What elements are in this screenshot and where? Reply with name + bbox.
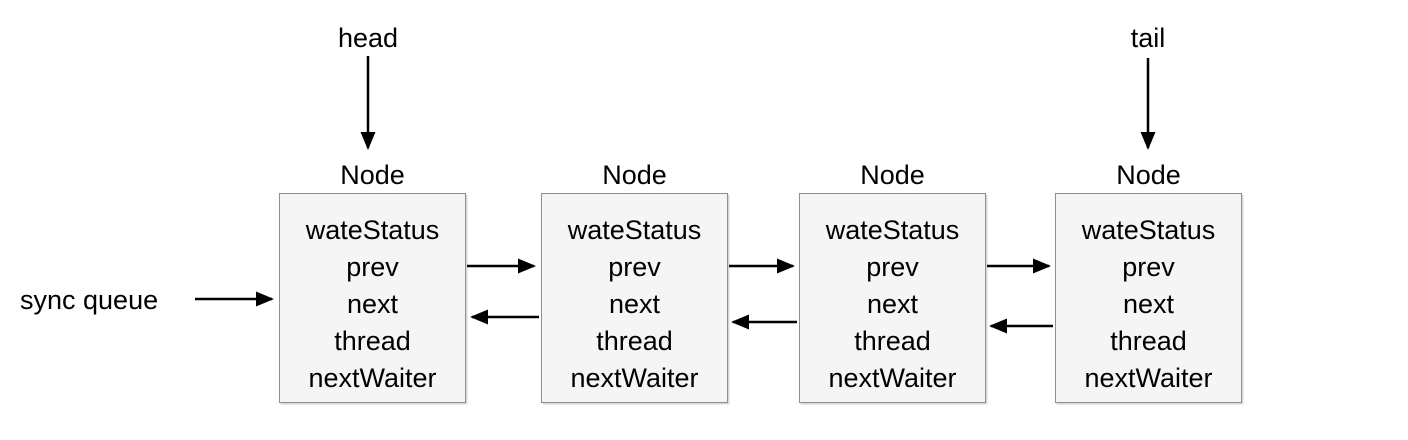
node-title: Node (860, 160, 925, 190)
node-title: Node (340, 160, 405, 190)
tail-label: tail (1130, 23, 1166, 53)
node-field: wateStatus (1081, 215, 1216, 245)
node-fields: wateStatus prev next thread nextWaiter (280, 194, 465, 397)
node-box: wateStatus prev next thread nextWaiter (1055, 193, 1242, 403)
node-title: Node (602, 160, 667, 190)
node-field: next (1122, 289, 1175, 319)
node-box: wateStatus prev next thread nextWaiter (279, 193, 466, 403)
node-field: prev (1122, 252, 1175, 282)
node-field: prev (346, 252, 399, 282)
node-field: thread (1110, 326, 1187, 356)
node-field: thread (854, 326, 931, 356)
sync-queue-label: sync queue (20, 285, 159, 315)
node-fields: wateStatus prev next thread nextWaiter (1056, 194, 1241, 397)
node-field: next (866, 289, 919, 319)
node-fields: wateStatus prev next thread nextWaiter (800, 194, 985, 397)
node-field: nextWaiter (1084, 363, 1213, 393)
node-box: wateStatus prev next thread nextWaiter (541, 193, 728, 403)
node-field: thread (334, 326, 411, 356)
node-field: prev (608, 252, 661, 282)
node-field: wateStatus (567, 215, 702, 245)
node-box: wateStatus prev next thread nextWaiter (799, 193, 986, 403)
head-label: head (337, 23, 399, 53)
node-field: wateStatus (825, 215, 960, 245)
node-field: prev (866, 252, 919, 282)
node-field: nextWaiter (828, 363, 957, 393)
node-fields: wateStatus prev next thread nextWaiter (542, 194, 727, 397)
node-title: Node (1116, 160, 1181, 190)
node-field: next (346, 289, 399, 319)
node-field: wateStatus (305, 215, 440, 245)
node-field: nextWaiter (308, 363, 437, 393)
node-field: next (608, 289, 661, 319)
node-field: thread (596, 326, 673, 356)
node-field: nextWaiter (570, 363, 699, 393)
